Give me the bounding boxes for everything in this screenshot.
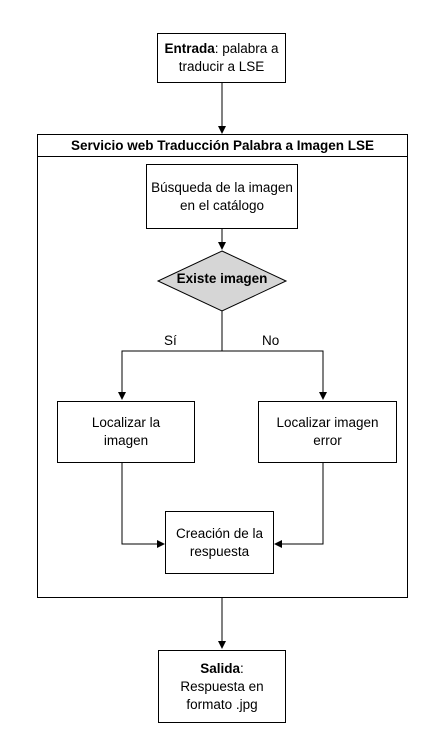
arrow-locate-to-response bbox=[121, 463, 165, 548]
output-label-bold: Salida bbox=[200, 660, 240, 676]
locate-error-text: Localizar imagen error bbox=[276, 415, 379, 448]
branch-yes-label: Sí bbox=[164, 333, 177, 348]
locate-image-box: Localizar la imagen bbox=[57, 401, 195, 463]
search-text: Búsqueda de la imagen en el catálogo bbox=[151, 179, 293, 213]
service-title: Servicio web Traducción Palabra a Imagen… bbox=[38, 135, 407, 157]
arrow-decision-to-locate-error bbox=[222, 350, 327, 400]
arrow-locate-error-to-response bbox=[274, 463, 324, 548]
input-box: Entrada: palabra a traducir a LSE bbox=[157, 33, 286, 83]
decision-diamond bbox=[156, 250, 288, 312]
search-box: Búsqueda de la imagen en el catálogo bbox=[146, 164, 298, 229]
locate-error-box: Localizar imagen error bbox=[258, 401, 397, 463]
branch-no-label: No bbox=[262, 333, 280, 348]
arrow-decision-to-locate bbox=[118, 311, 223, 400]
service-container: Servicio web Traducción Palabra a Imagen… bbox=[37, 134, 408, 598]
locate-image-text: Localizar la imagen bbox=[91, 415, 161, 448]
decision-label: Existe imagen bbox=[176, 271, 268, 286]
input-label-bold: Entrada bbox=[164, 41, 215, 56]
response-box: Creación de la respuesta bbox=[165, 511, 274, 574]
output-box: Salida: Respuesta en formato .jpg bbox=[158, 650, 286, 723]
input-label-rest: : palabra a traducir a LSE bbox=[178, 41, 279, 74]
response-text: Creación de la respuesta bbox=[175, 525, 264, 559]
output-label-rest: : Respuesta en formato .jpg bbox=[180, 660, 264, 712]
